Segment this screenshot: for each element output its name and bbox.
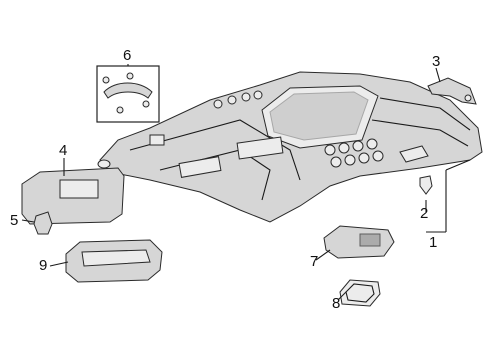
part-5-visor-clip	[33, 211, 53, 235]
clip-group-top	[213, 90, 263, 109]
callout-4: 4	[59, 142, 67, 159]
part-7-map-light	[323, 225, 395, 259]
callout-9: 9	[39, 257, 47, 274]
headliner-panel	[97, 71, 483, 223]
callout-6: 6	[123, 47, 131, 64]
part-4-sun-visor	[21, 167, 125, 225]
part-6-grab-handle-box	[96, 65, 160, 123]
callout-8: 8	[332, 295, 340, 312]
part-8-lens	[339, 279, 381, 307]
callout-7: 7	[310, 253, 318, 270]
part-3-bracket	[427, 77, 477, 105]
leader-lines	[21, 64, 471, 301]
callout-2: 2	[420, 205, 428, 222]
callout-5: 5	[10, 212, 18, 229]
callout-3: 3	[432, 53, 440, 70]
part-2-clip	[419, 175, 433, 195]
clip-group-center	[324, 138, 384, 168]
part-9-overhead-console	[65, 239, 163, 283]
callout-1: 1	[429, 234, 437, 251]
